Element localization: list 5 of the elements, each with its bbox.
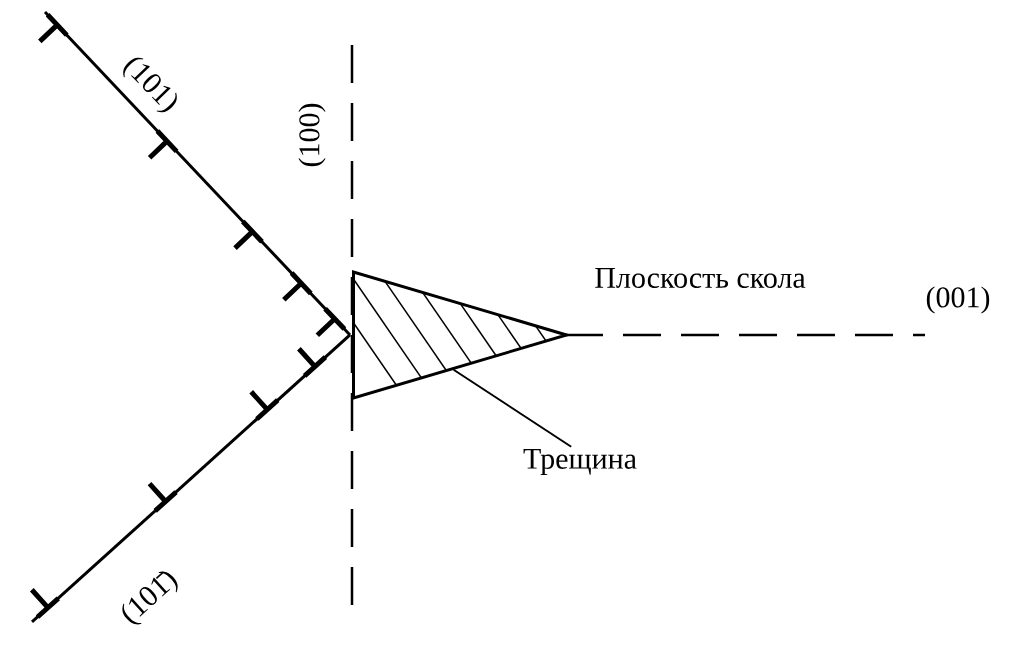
plane-label: (100) — [298, 103, 326, 167]
leader-line — [452, 368, 573, 448]
plane-label: (001) — [926, 286, 990, 314]
plane-label: Плоскость скола — [595, 268, 806, 288]
crack-label: Трещина — [523, 448, 637, 475]
